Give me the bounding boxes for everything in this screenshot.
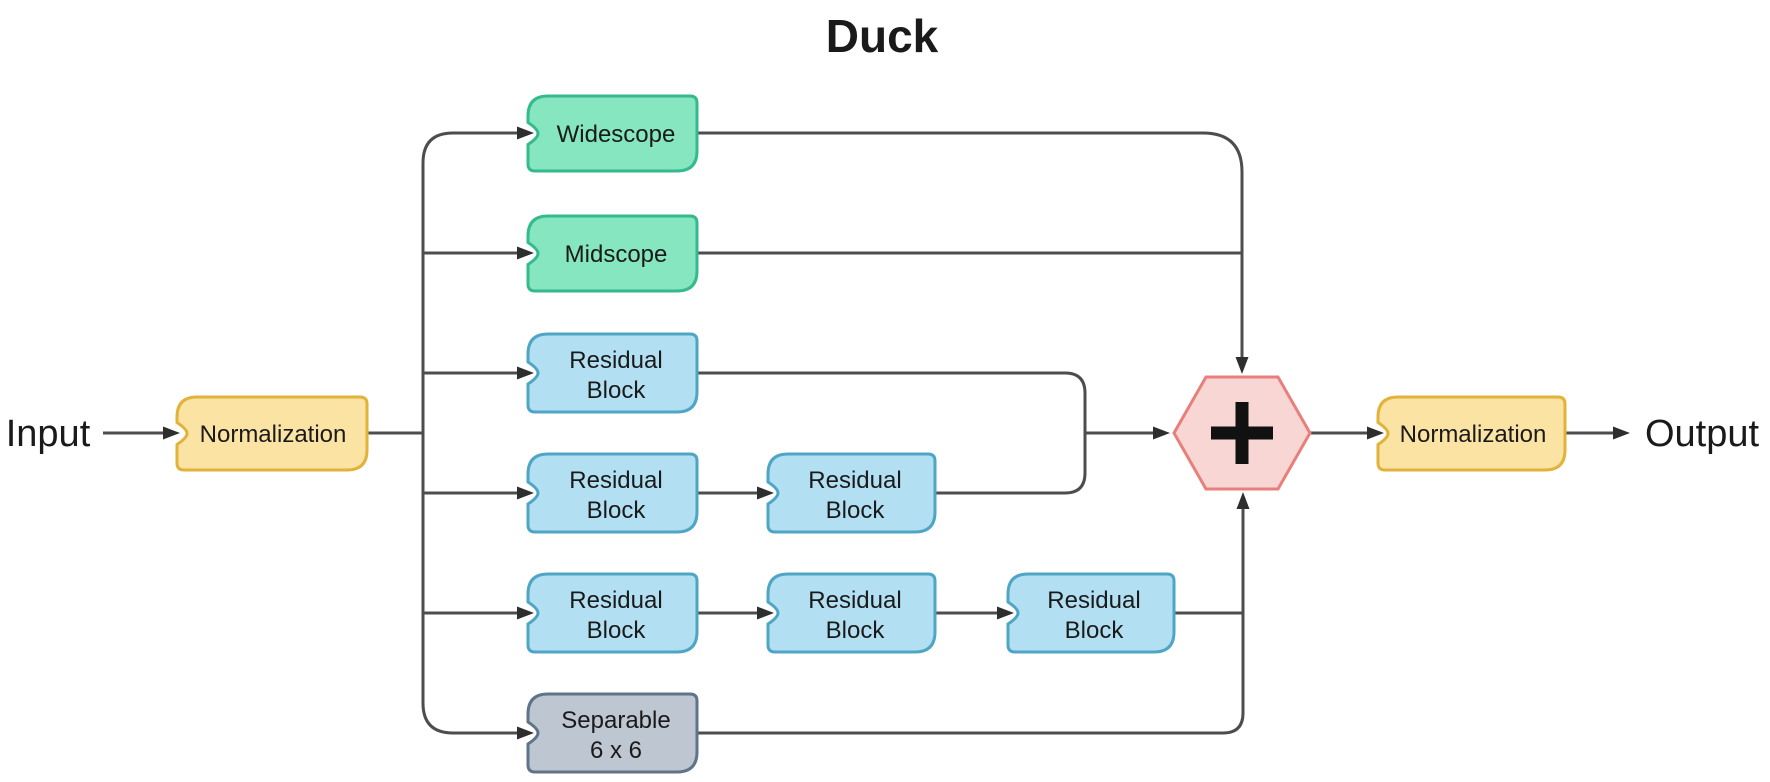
node-sum (1172, 375, 1312, 491)
residual-r4-c2-line1: Residual (808, 467, 901, 494)
residual-r5-c3-line1: Residual (1047, 587, 1140, 614)
arrowhead-into-normalization-out (1367, 426, 1384, 440)
edge-trunk-to-separable (421, 433, 518, 735)
arrowhead-into-residual-r5 (517, 606, 534, 620)
edge-separable-to-sum (697, 508, 1245, 735)
normalization-out-label: Normalization (1400, 421, 1547, 448)
node-midscope: Midscope (526, 214, 699, 293)
arrowhead-into-residual-r4 (517, 486, 534, 500)
residual-r5-c1-line1: Residual (569, 587, 662, 614)
node-residual-r3-c1: Residual Block (526, 332, 699, 414)
separable-shape (526, 692, 699, 774)
arrowhead-into-sum-left (1153, 426, 1170, 440)
arrowhead-into-sum-bottom (1236, 492, 1250, 509)
arrowhead-into-midscope (517, 246, 534, 260)
midscope-label: Midscope (565, 241, 668, 268)
node-residual-r5-c2: Residual Block (766, 572, 937, 654)
node-residual-r4-c1: Residual Block (526, 452, 699, 534)
residual-r5-c1-shape (526, 572, 699, 654)
residual-r5-c3-shape (1006, 572, 1176, 654)
residual-r4-c2-line2: Block (826, 497, 886, 524)
arrowhead-into-separable (517, 726, 534, 740)
arrowhead-into-widescope (517, 126, 534, 140)
residual-r4-c1-line1: Residual (569, 467, 662, 494)
node-residual-r5-c1: Residual Block (526, 572, 699, 654)
residual-r4-c1-line2: Block (587, 497, 647, 524)
node-residual-r5-c3: Residual Block (1006, 572, 1176, 654)
edge-widescope-to-sum (697, 131, 1244, 358)
output-label: Output (1645, 413, 1760, 455)
node-normalization-in: Normalization (175, 395, 369, 472)
edge-trunk-to-widescope (421, 131, 518, 433)
widescope-shape (526, 94, 699, 173)
normalization-in-label: Normalization (200, 421, 347, 448)
arrowhead-into-sum-top (1235, 357, 1249, 374)
residual-r5-c3-line2: Block (1065, 617, 1125, 644)
residual-r3-c1-shape (526, 332, 699, 414)
arrowhead-into-residual-r3 (517, 366, 534, 380)
residual-r5-c2-line1: Residual (808, 587, 901, 614)
midscope-shape (526, 214, 699, 293)
residual-r3-c1-line2: Block (587, 377, 647, 404)
arrowhead-into-output (1613, 426, 1630, 440)
normalization-in-shape (175, 395, 369, 472)
node-separable: Separable 6 x 6 (526, 692, 699, 774)
diagram-title: Duck (826, 10, 939, 62)
node-widescope: Widescope (526, 94, 699, 173)
residual-r5-c2-shape (766, 572, 937, 654)
sum-plus-icon (1211, 402, 1273, 464)
normalization-out-shape (1376, 395, 1567, 472)
residual-r3-c1-line1: Residual (569, 347, 662, 374)
residual-r4-c1-shape (526, 452, 699, 534)
separable-line1: Separable (561, 707, 670, 734)
residual-r4-c2-shape (766, 452, 937, 534)
connectors (103, 126, 1630, 740)
widescope-label: Widescope (557, 121, 676, 148)
arrowhead-r4-c2 (757, 486, 774, 500)
residual-r5-c2-line2: Block (826, 617, 886, 644)
arrowhead-r5-c2 (757, 606, 774, 620)
input-label: Input (6, 413, 91, 455)
separable-line2: 6 x 6 (590, 737, 642, 764)
node-residual-r4-c2: Residual Block (766, 452, 937, 534)
arrowhead-r5-c3 (997, 606, 1014, 620)
arrowhead-into-normalization-in (163, 426, 180, 440)
residual-r5-c1-line2: Block (587, 617, 647, 644)
node-normalization-out: Normalization (1376, 395, 1567, 472)
